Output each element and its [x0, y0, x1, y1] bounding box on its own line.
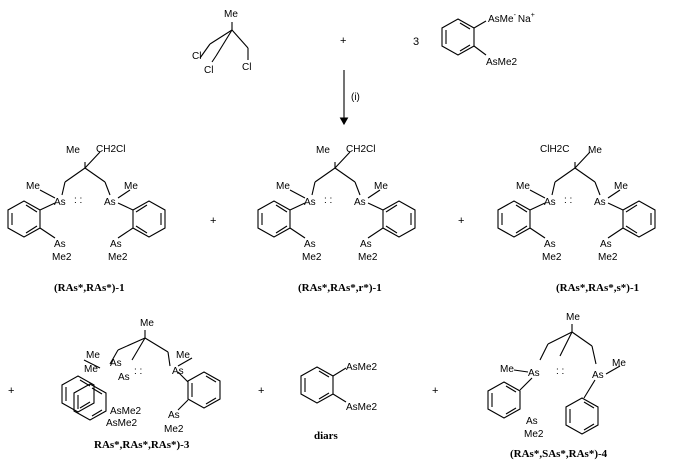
svg-text:: :: : :: [556, 366, 564, 377]
stoichiometry: 3: [413, 36, 419, 48]
atom-asme2: AsMe2: [110, 406, 142, 417]
atom-ch2cl: CH2Cl: [96, 144, 125, 155]
nucleophile-bottom: AsMe2: [486, 57, 518, 68]
atom-me: Me: [86, 350, 100, 361]
atom-me: Me: [84, 364, 98, 375]
atom-me: Me: [612, 358, 626, 369]
atom-me: Me: [374, 181, 388, 192]
reagent-cl-1: Cl: [192, 51, 201, 62]
atom-me: Me: [140, 318, 154, 329]
atom-ch2cl: CH2Cl: [346, 144, 375, 155]
diars: AsMe2 AsMe2 diars: [300, 362, 378, 442]
atom-as: As: [104, 197, 116, 208]
atom-as: As: [54, 197, 66, 208]
product-label: (RAs*,SAs*,RAs*)-4: [510, 448, 608, 460]
trichloride-reagent: Me Cl Cl Cl: [192, 9, 251, 76]
atom-me: Me: [26, 181, 40, 192]
atom-me: Me: [176, 350, 190, 361]
plus-sign: +: [432, 385, 438, 397]
product-rr-1: Me CH2Cl Me As As Me As Me2 As Me2 (RAs*…: [7, 144, 166, 294]
atom-me2: Me2: [598, 252, 618, 263]
plus-sign: +: [458, 215, 464, 227]
atom-me2: Me2: [108, 252, 128, 263]
atom-me2: Me2: [302, 252, 322, 263]
atom-asme2: AsMe2: [346, 402, 378, 413]
reagent-plus: +: [340, 35, 346, 47]
product-rr-s-1: ClH2C Me Me As As Me As Me2 As Me2 (RAs*…: [497, 144, 656, 294]
atom-as: As: [544, 197, 556, 208]
product-label: (RAs*,RAs*,s*)-1: [556, 282, 639, 294]
atom-as: As: [118, 372, 130, 383]
atom-as: As: [110, 358, 122, 369]
product-rr-r-1: Me CH2Cl Me As As Me As Me2 As Me2 (RAs*…: [257, 144, 416, 294]
atom-as: As: [304, 239, 316, 250]
plus-sign: +: [210, 215, 216, 227]
reagent-me: Me: [224, 9, 238, 20]
atom-as: As: [304, 197, 316, 208]
atom-me2: Me2: [52, 252, 72, 263]
atom-as: As: [172, 366, 184, 377]
atom-me2: Me2: [164, 424, 184, 435]
atom-me: Me: [500, 364, 514, 375]
product-label: (RAs*,RAs*,r*)-1: [298, 282, 382, 294]
product-4: : : Me Me As As Me As Me2 (RAs*,SAs*,RAs…: [487, 312, 626, 460]
reagent-cl-2: Cl: [204, 65, 213, 76]
atom-as: As: [594, 197, 606, 208]
atom-me: Me: [516, 181, 530, 192]
atom-asme2: AsMe2: [106, 418, 138, 429]
atom-me: Me: [276, 181, 290, 192]
atom-asme2: AsMe2: [346, 362, 378, 373]
atom-me: Me: [316, 145, 330, 156]
atom-as: As: [354, 197, 366, 208]
product-3: : : Me Me Me As As As Me AsMe2 AsMe2 As …: [61, 318, 221, 451]
product-label: (RAs*,RAs*)-1: [54, 282, 125, 294]
atom-as: As: [54, 239, 66, 250]
atom-as: As: [526, 416, 538, 427]
nucleophile-top: AsMe-Na+: [488, 12, 535, 25]
atom-me2: Me2: [358, 252, 378, 263]
atom-me: Me: [66, 145, 80, 156]
atom-me: Me: [124, 181, 138, 192]
reaction-condition: (i): [351, 92, 360, 103]
atom-as: As: [592, 370, 604, 381]
arsenide-reagent: AsMe-Na+ AsMe2: [441, 12, 535, 68]
atom-clh2c: ClH2C: [540, 144, 569, 155]
atom-as: As: [528, 368, 540, 379]
atom-me: Me: [588, 145, 602, 156]
atom-me2: Me2: [524, 429, 544, 440]
atom-as: As: [360, 239, 372, 250]
atom-as: As: [168, 410, 180, 421]
product-label: diars: [314, 430, 339, 442]
atom-as: As: [544, 239, 556, 250]
svg-text:: :: : :: [134, 366, 142, 377]
atom-as: As: [110, 239, 122, 250]
reagent-cl-3: Cl: [242, 62, 251, 73]
product-label: RAs*,RAs*,RAs*)-3: [94, 439, 190, 451]
atom-as: As: [600, 239, 612, 250]
plus-sign: +: [8, 385, 14, 397]
atom-me: Me: [614, 181, 628, 192]
atom-me: Me: [566, 312, 580, 323]
atom-me2: Me2: [542, 252, 562, 263]
plus-sign: +: [258, 385, 264, 397]
